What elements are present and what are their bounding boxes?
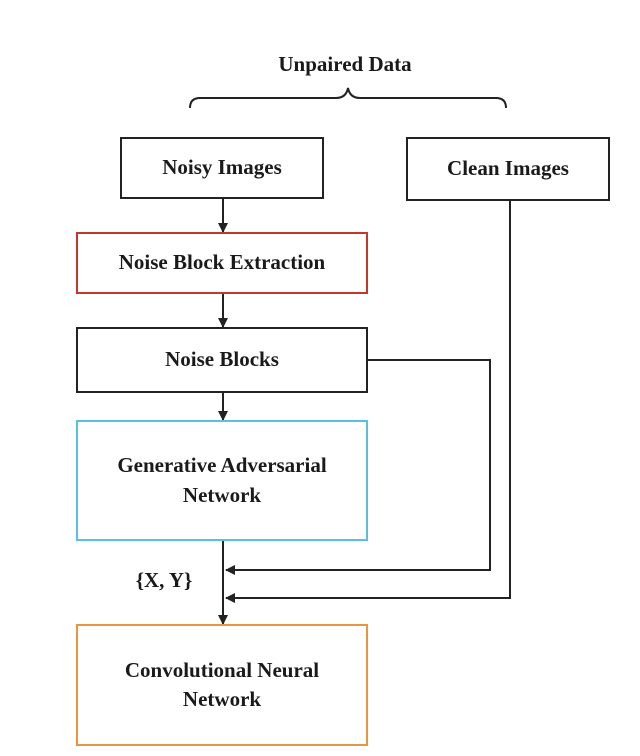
gan-box: Generative Adversarial Network — [76, 420, 368, 541]
noise-block-extraction-box: Noise Block Extraction — [76, 232, 368, 294]
cnn-box: Convolutional Neural Network — [76, 624, 368, 746]
arrow-clean-to-pair — [225, 201, 511, 603]
arrow-blocks-to-pair — [225, 359, 491, 575]
noise-blocks-box: Noise Blocks — [76, 327, 368, 393]
unpaired-data-brace — [189, 87, 507, 109]
noisy-images-box: Noisy Images — [120, 137, 324, 199]
noise-block-extraction-label: Noise Block Extraction — [118, 250, 326, 275]
noisy-images-label: Noisy Images — [162, 155, 282, 180]
clean-images-box: Clean Images — [406, 137, 610, 201]
unpaired-data-title: Unpaired Data — [278, 52, 412, 76]
cnn-label-line1: Convolutional Neural — [124, 657, 320, 682]
gan-label-line2: Network — [182, 482, 262, 507]
cnn-label-line2: Network — [182, 687, 262, 711]
clean-images-label: Clean Images — [447, 156, 569, 181]
gan-label-line1: Generative Adversarial — [117, 453, 327, 478]
noise-blocks-label: Noise Blocks — [165, 347, 279, 372]
pair-label: {X, Y} — [135, 568, 193, 592]
